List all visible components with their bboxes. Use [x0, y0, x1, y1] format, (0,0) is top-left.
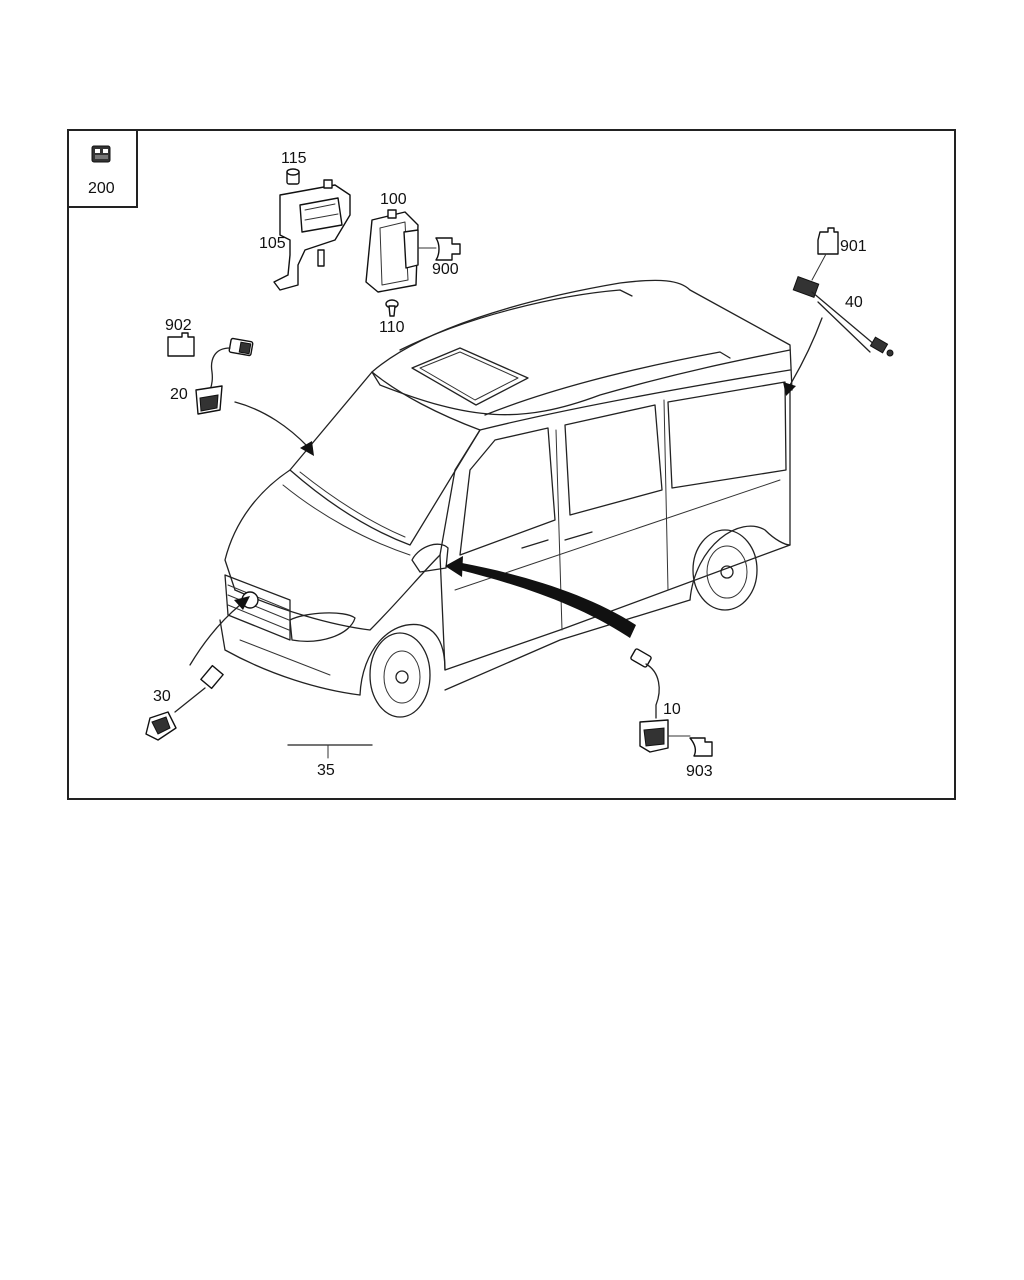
part-20-sensor	[195, 337, 254, 415]
part-30-sensor	[145, 664, 224, 741]
callout-901: 901	[840, 238, 867, 255]
arrow-20-to-windshield	[234, 401, 314, 456]
arrow-10-to-mirror	[445, 556, 636, 638]
van-illustration	[219, 279, 793, 718]
callout-10: 10	[663, 701, 681, 718]
callout-903: 903	[686, 763, 713, 780]
part-110-screw	[385, 299, 399, 317]
callout-110: 110	[379, 319, 405, 336]
callout-30: 30	[153, 688, 171, 705]
part-10-sensor	[630, 648, 669, 753]
part-100-control-unit	[365, 209, 419, 293]
callout-20: 20	[170, 386, 188, 403]
callout-35: 35	[317, 762, 335, 779]
callout-100: 100	[380, 191, 407, 208]
callout-900: 900	[432, 261, 459, 278]
part-40-cable	[792, 253, 894, 357]
arrow-30-to-front	[189, 596, 250, 666]
callout-902: 902	[165, 317, 192, 334]
connector-symbol-902	[167, 332, 195, 357]
legend-label: 200	[88, 180, 115, 197]
part-35-line	[287, 744, 373, 759]
callout-40: 40	[845, 294, 863, 311]
connector-symbol-903	[667, 735, 713, 757]
arrow-40-to-rear	[783, 317, 823, 396]
connector-symbol-900	[417, 237, 461, 261]
legend-box	[67, 129, 138, 208]
part-115-nut	[286, 168, 300, 185]
diagram-frame	[67, 129, 956, 800]
callout-105: 105	[259, 235, 286, 252]
part-105-bracket	[273, 179, 351, 291]
connector-icon	[91, 145, 111, 163]
callout-115: 115	[281, 150, 307, 167]
connector-symbol-901	[817, 227, 839, 255]
